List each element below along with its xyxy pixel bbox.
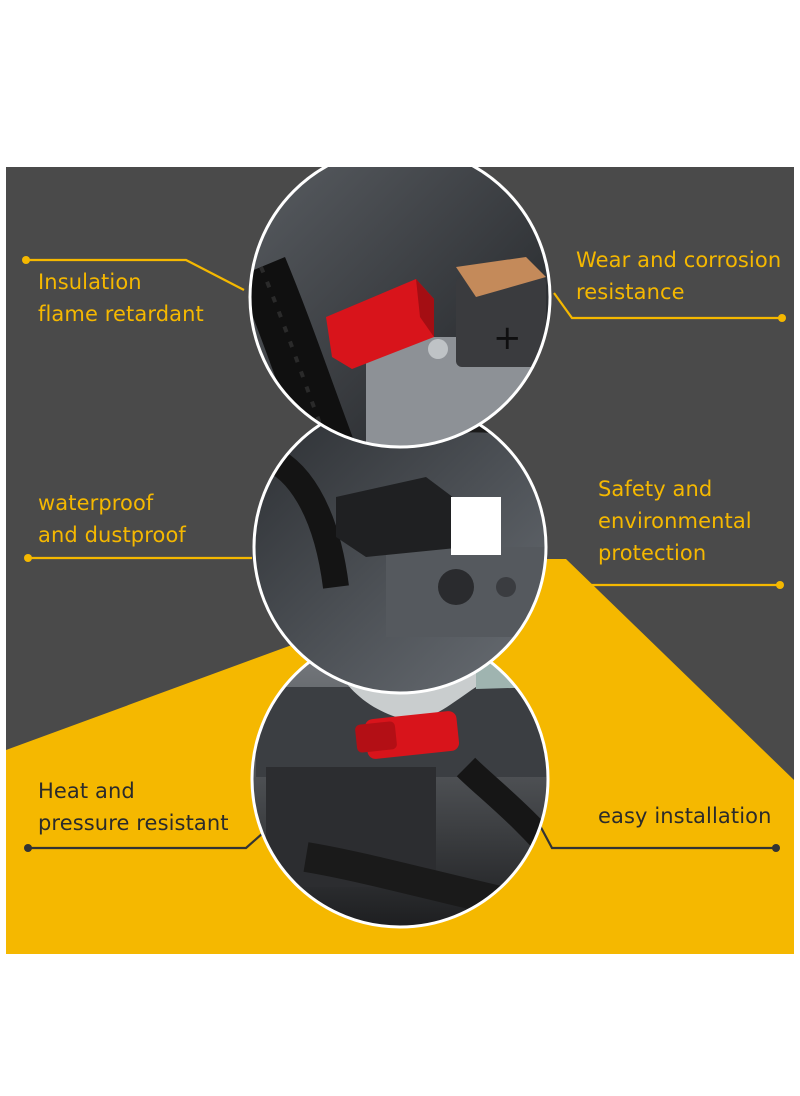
dot-marker-icon: [772, 844, 780, 852]
feature-panel: + Insulation flame retardant Wear and co…: [6, 167, 794, 954]
photo-stack: +: [248, 167, 552, 929]
dot-marker-icon: [22, 256, 30, 264]
feature-label-installation: easy installation: [598, 804, 772, 828]
connector-lines: [22, 256, 786, 852]
dot-marker-icon: [24, 844, 32, 852]
dot-marker-icon: [776, 581, 784, 589]
dot-marker-icon: [778, 314, 786, 322]
feature-label-insulation: Insulation flame retardant: [38, 270, 204, 326]
dot-marker-icon: [24, 554, 32, 562]
svg-text:+: +: [493, 318, 522, 358]
feature-label-safety: Safety and environmental protection: [598, 477, 752, 565]
feature-label-waterproof: waterproof and dustproof: [38, 491, 186, 547]
connector-wear: [553, 292, 782, 320]
photo-battery-terminal: +: [250, 167, 550, 447]
feature-label-wear: Wear and corrosion resistance: [576, 248, 782, 304]
connector-insulation: [26, 258, 245, 291]
feature-label-heat: Heat and pressure resistant: [38, 779, 229, 835]
